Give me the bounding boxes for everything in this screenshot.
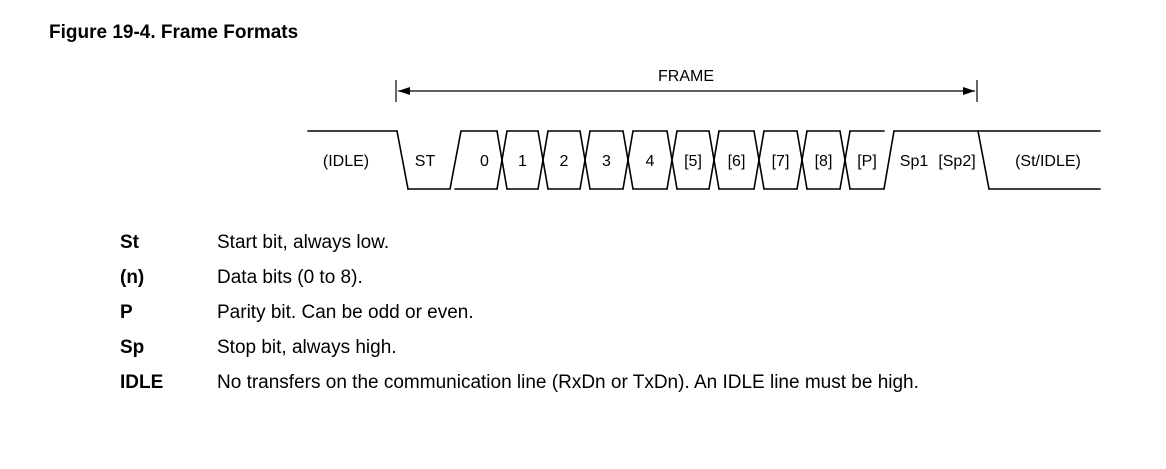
frame-label: FRAME [658, 68, 714, 85]
bit-transition-edge [537, 130, 549, 190]
data-bit-label: 3 [602, 153, 611, 170]
data-bit-label: 0 [480, 153, 489, 170]
figure-title: Figure 19-4. Frame Formats [49, 22, 299, 43]
data-bit-label: 1 [518, 153, 527, 170]
next-start-falling-edge [977, 130, 990, 190]
data-bit-label: 4 [646, 153, 655, 170]
stop-bit-labels: Sp1 [Sp2] [900, 153, 976, 170]
bit-transition-edge [496, 130, 508, 190]
data-bit-label: [5] [684, 153, 702, 170]
bit-transition-edge [579, 130, 591, 190]
bit-transition-edge [622, 130, 634, 190]
legend-term: P [120, 302, 133, 323]
data-bit-labels: 0 1 2 3 4 [5] [6] [7] [8] [P] [480, 153, 877, 170]
frame-format-diagram: FRAME (IDLE) ST 0 1 2 3 4 [5] [6] [7] [8] [P] Sp1… [307, 68, 1101, 190]
legend-definition: Data bits (0 to 8). [217, 267, 363, 288]
legend-term: (n) [120, 267, 145, 288]
signal-waveform [307, 130, 1101, 190]
data-rising-edge [449, 130, 462, 190]
start-bit-label: ST [415, 153, 436, 170]
legend-definition: No transfers on the communication line (… [217, 372, 919, 393]
data-bit-label: [8] [815, 153, 833, 170]
bit-transition-edge [708, 130, 720, 190]
data-bit-label: [7] [772, 153, 790, 170]
bit-transition-edge [796, 130, 808, 190]
start-falling-edge [396, 130, 409, 190]
data-bit-label: [6] [728, 153, 746, 170]
legend-definition: Parity bit. Can be odd or even. [217, 302, 474, 323]
bit-transition-edge [839, 130, 851, 190]
bit-transition-edge [666, 130, 678, 190]
data-bit-label: 2 [560, 153, 569, 170]
bit-transition-edge [753, 130, 765, 190]
data-bit-label: [P] [857, 153, 877, 170]
legend-definition: Start bit, always low. [217, 232, 390, 253]
stop-bit-label: [Sp2] [938, 153, 975, 170]
legend-term: Sp [120, 337, 145, 358]
legend-term: IDLE [120, 372, 164, 393]
legend-definition: Stop bit, always high. [217, 337, 397, 358]
stop-rising-edge [883, 130, 895, 190]
end-idle-label: (St/IDLE) [1015, 153, 1081, 170]
idle-label: (IDLE) [323, 153, 369, 170]
legend-term: St [120, 232, 139, 253]
stop-bit-label: Sp1 [900, 153, 929, 170]
